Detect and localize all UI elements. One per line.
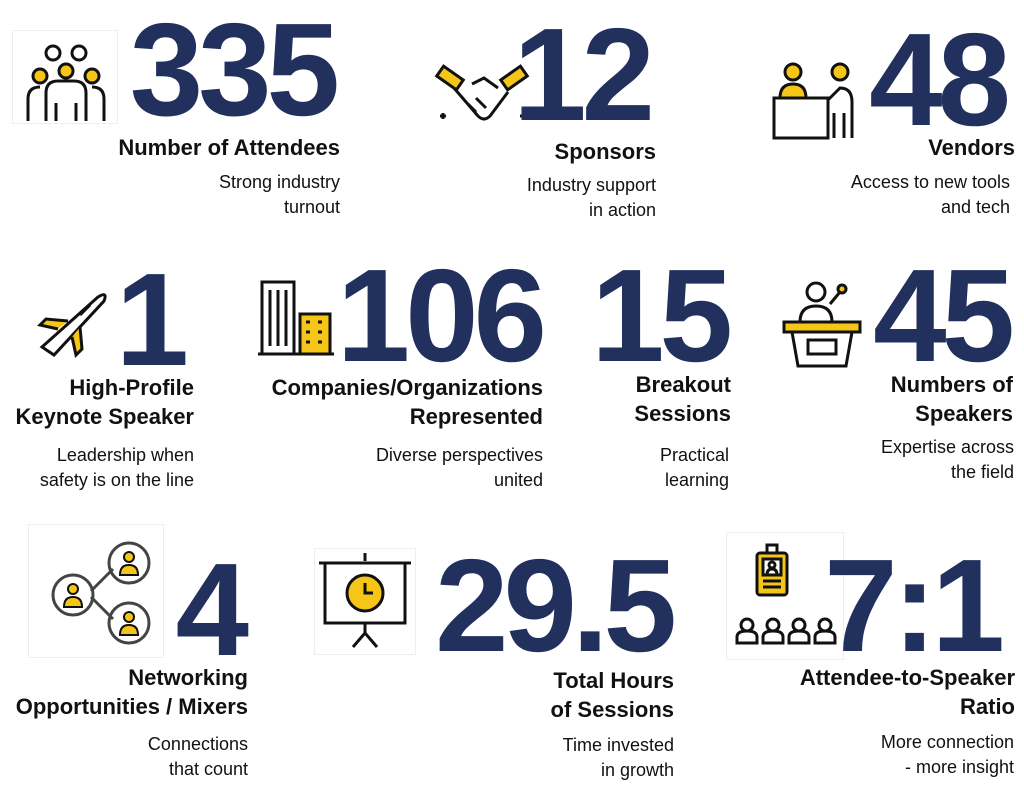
stat-subtitle-sponsors: Industry support in action bbox=[527, 173, 656, 223]
text-line: Leadership when bbox=[56, 445, 194, 465]
stat-subtitle-vendors: Access to new tools and tech bbox=[851, 170, 1010, 220]
text-line: Numbers of bbox=[890, 372, 1013, 397]
stat-value-hours: 29.5 bbox=[435, 532, 677, 679]
text-line: learning bbox=[664, 470, 729, 490]
stat-value-breakout: 15 bbox=[591, 242, 733, 389]
text-line: More connection bbox=[880, 732, 1014, 752]
text-line: in growth bbox=[600, 760, 674, 780]
stat-subtitle-ratio: More connection - more insight bbox=[881, 730, 1014, 780]
group-of-people-icon bbox=[12, 30, 118, 124]
stat-subtitle-speakers: Expertise across the field bbox=[881, 435, 1014, 485]
text-line: Strong industry bbox=[218, 172, 340, 192]
text-line: Practical bbox=[659, 445, 729, 465]
handshake-icon bbox=[432, 58, 532, 133]
stat-subtitle-hours: Time invested in growth bbox=[563, 733, 674, 783]
text-line: Expertise across bbox=[880, 437, 1014, 457]
stat-value-keynote: 1 bbox=[115, 246, 189, 393]
text-line: Access to new tools bbox=[850, 172, 1010, 192]
text-line: Total Hours bbox=[553, 668, 674, 693]
text-line: Connections bbox=[147, 734, 248, 754]
text-line: Companies/Organizations bbox=[271, 375, 543, 400]
stat-subtitle-keynote: Leadership when safety is on the line bbox=[40, 443, 194, 493]
network-icon bbox=[28, 524, 164, 658]
stat-value-networking: 4 bbox=[175, 536, 249, 683]
badge-audience-icon bbox=[726, 532, 844, 660]
stat-value-sponsors: 12 bbox=[513, 1, 655, 148]
stat-subtitle-attendees: Strong industry turnout bbox=[219, 170, 340, 220]
text-line: and tech bbox=[940, 197, 1010, 217]
text-line: Ratio bbox=[960, 694, 1015, 719]
text-line: Time invested bbox=[562, 735, 674, 755]
podium-speaker-icon bbox=[780, 278, 865, 370]
text-line: Vendors bbox=[928, 135, 1015, 160]
text-line: Opportunities / Mixers bbox=[15, 694, 248, 719]
stat-title-hours: Total Hours of Sessions bbox=[551, 666, 674, 724]
text-line: Breakout bbox=[635, 372, 731, 397]
text-line: the field bbox=[950, 462, 1014, 482]
text-line: Attendee-to-Speaker bbox=[799, 665, 1015, 690]
stat-subtitle-breakout: Practical learning bbox=[660, 443, 729, 493]
presentation-clock-icon bbox=[314, 548, 416, 655]
text-line: Sessions bbox=[634, 401, 731, 426]
text-line: Diverse perspectives bbox=[375, 445, 543, 465]
text-line: Speakers bbox=[915, 401, 1013, 426]
vendor-booth-icon bbox=[768, 58, 863, 143]
stat-title-speakers: Numbers of Speakers bbox=[891, 370, 1013, 428]
stat-value-vendors: 48 bbox=[869, 6, 1011, 153]
text-line: in action bbox=[588, 200, 656, 220]
buildings-icon bbox=[256, 278, 336, 358]
stat-value-ratio: 7:1 bbox=[824, 532, 1005, 679]
stat-subtitle-companies: Diverse perspectives united bbox=[376, 443, 543, 493]
stat-title-attendees: Number of Attendees bbox=[118, 133, 340, 162]
text-line: - more insight bbox=[904, 757, 1014, 777]
text-line: Number of Attendees bbox=[118, 135, 340, 160]
stat-title-sponsors: Sponsors bbox=[555, 137, 656, 166]
text-line: Sponsors bbox=[554, 139, 656, 164]
text-line: united bbox=[493, 470, 543, 490]
stat-subtitle-networking: Connections that count bbox=[148, 732, 248, 782]
stat-title-vendors: Vendors bbox=[928, 133, 1015, 162]
text-line: Networking bbox=[128, 665, 248, 690]
text-line: that count bbox=[168, 759, 248, 779]
stat-value-companies: 106 bbox=[336, 242, 547, 389]
text-line: safety is on the line bbox=[39, 470, 194, 490]
text-line: Industry support bbox=[526, 175, 656, 195]
stat-value-speakers: 45 bbox=[873, 242, 1015, 389]
text-line: Keynote Speaker bbox=[15, 404, 194, 429]
text-line: of Sessions bbox=[550, 697, 674, 722]
stat-value-attendees: 335 bbox=[129, 0, 340, 143]
airplane-icon bbox=[32, 285, 114, 360]
text-line: High-Profile bbox=[69, 375, 194, 400]
text-line: Represented bbox=[409, 404, 543, 429]
text-line: turnout bbox=[283, 197, 340, 217]
